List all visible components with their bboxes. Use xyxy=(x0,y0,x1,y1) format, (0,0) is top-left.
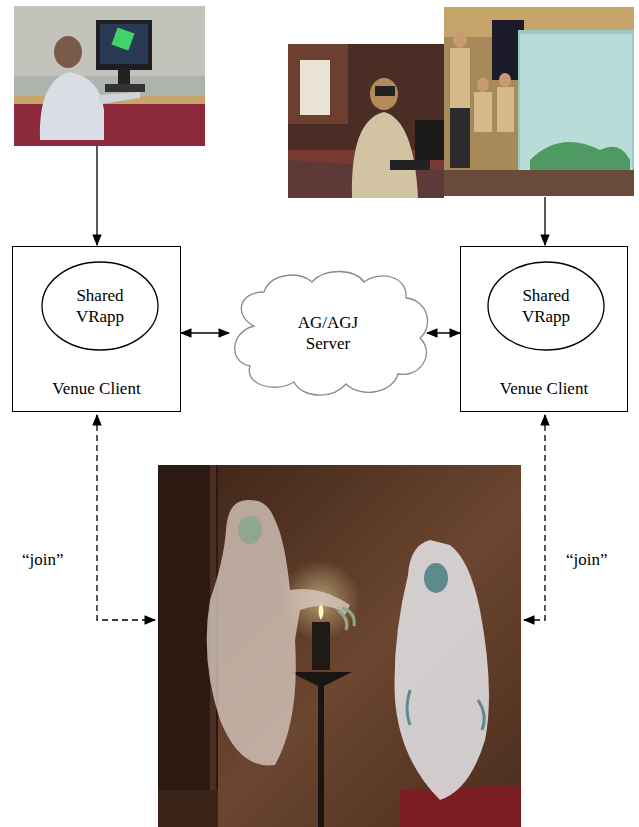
desktop-photo-part xyxy=(14,6,205,146)
desktop-photo-part xyxy=(14,6,205,76)
booth-photo-part xyxy=(497,87,514,132)
booth-photo-part xyxy=(444,7,634,196)
server-cloud: AG/AGJ Server xyxy=(224,266,432,400)
ellipse-shape xyxy=(42,262,158,350)
box-title: Venue Client xyxy=(52,378,140,399)
connector xyxy=(181,332,229,333)
node-label: AG/AGJ Server xyxy=(288,312,368,354)
booth-photo-part xyxy=(474,92,492,132)
hmd-photo-part xyxy=(415,120,444,160)
input-arrow-part xyxy=(544,197,545,245)
booth-photo-part xyxy=(530,142,630,172)
cloud-shape xyxy=(235,272,428,396)
ghost-scene-part xyxy=(312,622,330,670)
booth-photo-part xyxy=(520,34,632,176)
booth-photo-part xyxy=(477,78,489,92)
connector xyxy=(427,332,460,333)
hmd-photo xyxy=(288,44,444,198)
ghost-scene-part xyxy=(158,465,521,827)
node-label: Shared VRapp xyxy=(508,285,584,327)
booth-photo-part xyxy=(453,32,467,48)
booth-photo-part xyxy=(499,73,511,87)
ghost-scene-part xyxy=(407,690,484,730)
ellipse-outline xyxy=(41,261,159,351)
booth-photo xyxy=(444,7,634,196)
hmd-photo-part xyxy=(370,78,398,110)
ghost-scene-part xyxy=(395,540,489,800)
booth-photo-part xyxy=(450,108,470,168)
hmd-photo-part xyxy=(300,60,330,115)
join-arrow-part xyxy=(97,415,155,620)
join-arrow-part xyxy=(524,415,545,620)
venue-client-box: Venue Client Shared VRapp xyxy=(460,246,628,412)
desktop-photo-part xyxy=(54,36,82,68)
ghost-scene-part xyxy=(238,516,262,544)
booth-photo-part xyxy=(444,170,634,196)
venue-client-box: Venue Client Shared VRapp xyxy=(12,246,181,412)
desktop-photo xyxy=(14,6,205,146)
desktop-photo-part xyxy=(100,24,148,64)
hmd-photo-part xyxy=(288,44,444,198)
app-ellipse: Shared VRapp xyxy=(487,261,605,351)
ghost-scene-part xyxy=(424,563,448,593)
ellipse-shape xyxy=(488,262,604,350)
desktop-photo-part xyxy=(118,70,130,84)
cloud-outline xyxy=(224,266,432,400)
booth-photo-part xyxy=(518,30,634,180)
hmd-photo-part xyxy=(288,44,348,124)
ghost-scene xyxy=(158,465,521,827)
desktop-photo-part xyxy=(96,20,152,70)
desktop-photo-part xyxy=(98,92,140,104)
booth-photo-part xyxy=(450,48,470,108)
hmd-photo-part xyxy=(375,86,395,96)
desktop-photo-part xyxy=(40,72,104,140)
join-label: “join” xyxy=(20,549,66,570)
ghost-scene-part xyxy=(290,672,352,686)
input-arrow xyxy=(97,146,545,245)
ghost-scene-part xyxy=(158,790,218,827)
ghost-scene-part xyxy=(318,684,324,827)
node-label: Shared VRapp xyxy=(62,285,138,327)
hmd-photo-part xyxy=(390,160,430,170)
app-ellipse: Shared VRapp xyxy=(41,261,159,351)
ghost-scene-part xyxy=(400,785,521,827)
box-title: Venue Client xyxy=(500,378,588,399)
join-label: “join” xyxy=(564,549,610,570)
ghost-scene-part xyxy=(207,500,350,766)
ellipse-outline xyxy=(487,261,605,351)
desktop-photo-part xyxy=(111,27,134,50)
input-arrow-part xyxy=(96,146,97,245)
hmd-photo-part xyxy=(352,112,418,198)
desktop-photo-part xyxy=(105,84,145,92)
ghost-scene-part xyxy=(338,608,354,630)
join-arrow xyxy=(97,415,545,620)
